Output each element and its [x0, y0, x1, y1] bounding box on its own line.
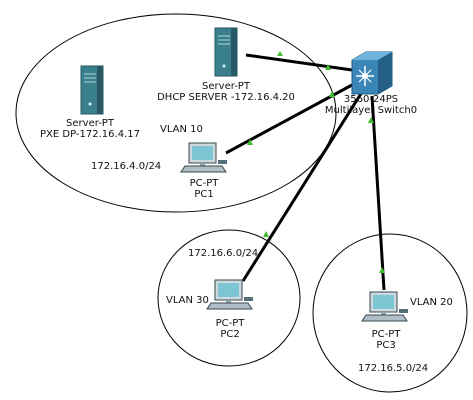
link-status-indicators: [247, 51, 385, 273]
pc-icon: [206, 279, 253, 310]
vlan30-zone: [157, 229, 301, 367]
switch-type: 3560-24PS: [344, 94, 398, 105]
switch-label: Multilayer Switch0: [325, 105, 417, 116]
vlan20-label: VLAN 20: [410, 297, 453, 308]
pc-icon: [361, 291, 408, 322]
pxe-server-device[interactable]: Server-PT PXE DP-172.16.4.17: [40, 65, 140, 140]
link-status-indicator: [368, 117, 374, 123]
pc-icon: [180, 142, 227, 173]
link-dhcp-switch[interactable]: [245, 53, 353, 72]
pc2-label: PC2: [220, 329, 239, 340]
pc3-type: PC-PT: [372, 329, 402, 340]
link-status-indicator: [329, 91, 335, 97]
pc3-label: PC3: [376, 340, 395, 351]
link-status-indicator: [379, 267, 385, 273]
link-pc2-switch[interactable]: [241, 91, 364, 282]
vlan10-label: VLAN 10: [160, 124, 203, 135]
pxe-server-type: Server-PT: [66, 118, 115, 129]
link-status-indicator: [247, 139, 253, 145]
vlan30-subnet: 172.16.6.0/24: [188, 248, 258, 259]
link-pc3-switch[interactable]: [370, 95, 386, 291]
pc1-device[interactable]: PC-PT PC1: [180, 142, 227, 200]
vlan20-subnet: 172.16.5.0/24: [358, 363, 428, 374]
pc1-label: PC1: [194, 189, 213, 200]
pxe-server-label: PXE DP-172.16.4.17: [40, 129, 140, 140]
pc2-device[interactable]: PC-PT PC2: [206, 279, 253, 340]
link-status-indicator: [277, 51, 283, 56]
multilayer-switch-device[interactable]: 3560-24PS Multilayer Switch0: [325, 51, 417, 116]
dhcp-server-label: DHCP SERVER -172.16.4.20: [157, 92, 295, 103]
vlan10-subnet: 172.16.4.0/24: [91, 161, 161, 172]
server-icon: [80, 65, 104, 115]
vlan10-zone: [15, 13, 337, 213]
link-status-indicator: [325, 64, 331, 70]
multilayer-switch-icon: [351, 51, 393, 95]
server-icon: [214, 27, 238, 77]
link-status-indicator: [263, 231, 269, 237]
pc2-type: PC-PT: [216, 318, 246, 329]
pc3-device[interactable]: PC-PT PC3: [361, 291, 408, 351]
dhcp-server-type: Server-PT: [202, 81, 251, 92]
pc1-type: PC-PT: [190, 178, 220, 189]
dhcp-server-device[interactable]: Server-PT DHCP SERVER -172.16.4.20: [157, 27, 295, 103]
vlan30-label: VLAN 30: [166, 295, 209, 306]
vlan20-zone: [312, 233, 468, 393]
